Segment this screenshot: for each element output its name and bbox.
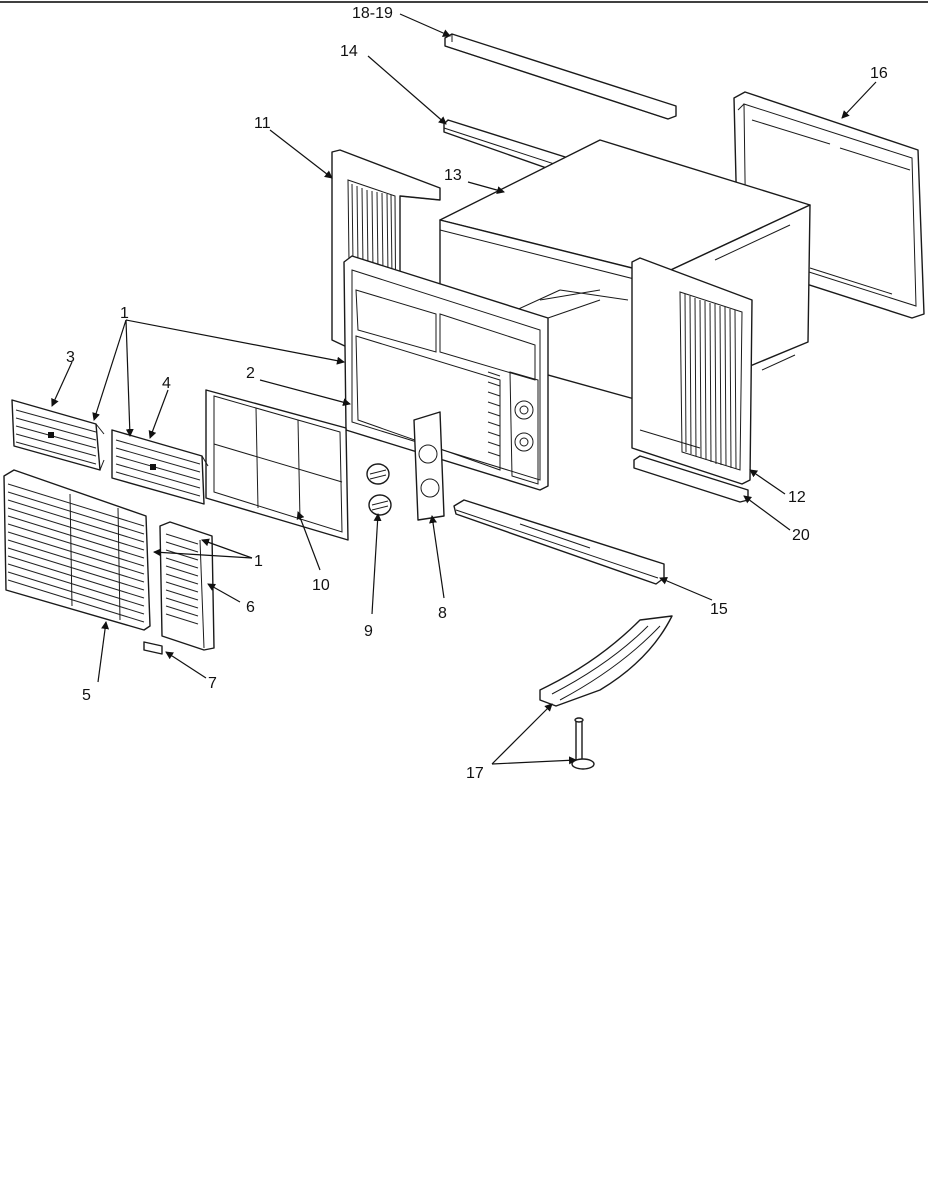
leader-lines (51, 13, 877, 765)
part-2-front-frame (343, 255, 601, 491)
callout-7: 7 (208, 675, 217, 692)
callout-5: 5 (82, 687, 91, 704)
part-12-right-side-panel (631, 257, 753, 485)
part-4-right-louver (111, 429, 209, 505)
callout-1-side: 1 (254, 553, 263, 570)
callout-15: 15 (710, 601, 728, 618)
part-15-base-rail (453, 499, 665, 585)
callout-labels: 18-19 14 16 11 13 1 3 4 2 1 6 12 20 10 9… (66, 5, 888, 782)
part-8-control-plate (413, 411, 445, 521)
callout-13: 13 (444, 167, 462, 184)
callout-2: 2 (246, 365, 255, 382)
part-17-support-bracket (539, 615, 673, 770)
callout-18-19: 18-19 (352, 5, 393, 22)
callout-8: 8 (438, 605, 447, 622)
callout-20: 20 (792, 527, 810, 544)
part-7-clip (143, 641, 163, 655)
callout-6: 6 (246, 599, 255, 616)
callout-10: 10 (312, 577, 330, 594)
part-5-front-grille (3, 469, 151, 631)
callout-12: 12 (788, 489, 806, 506)
part-6-side-grille (159, 521, 215, 651)
callout-17: 17 (466, 765, 484, 782)
callout-1-top: 1 (120, 305, 129, 322)
part-3-left-louver (11, 399, 105, 471)
part-10-air-filter (205, 389, 349, 541)
callout-3: 3 (66, 349, 75, 366)
callout-14: 14 (340, 43, 358, 60)
callout-16: 16 (870, 65, 888, 82)
callout-9: 9 (364, 623, 373, 640)
part-9-knobs (366, 463, 392, 516)
callout-11: 11 (254, 115, 271, 132)
callout-4: 4 (162, 375, 171, 392)
part-18-19-top-rail (444, 33, 677, 120)
